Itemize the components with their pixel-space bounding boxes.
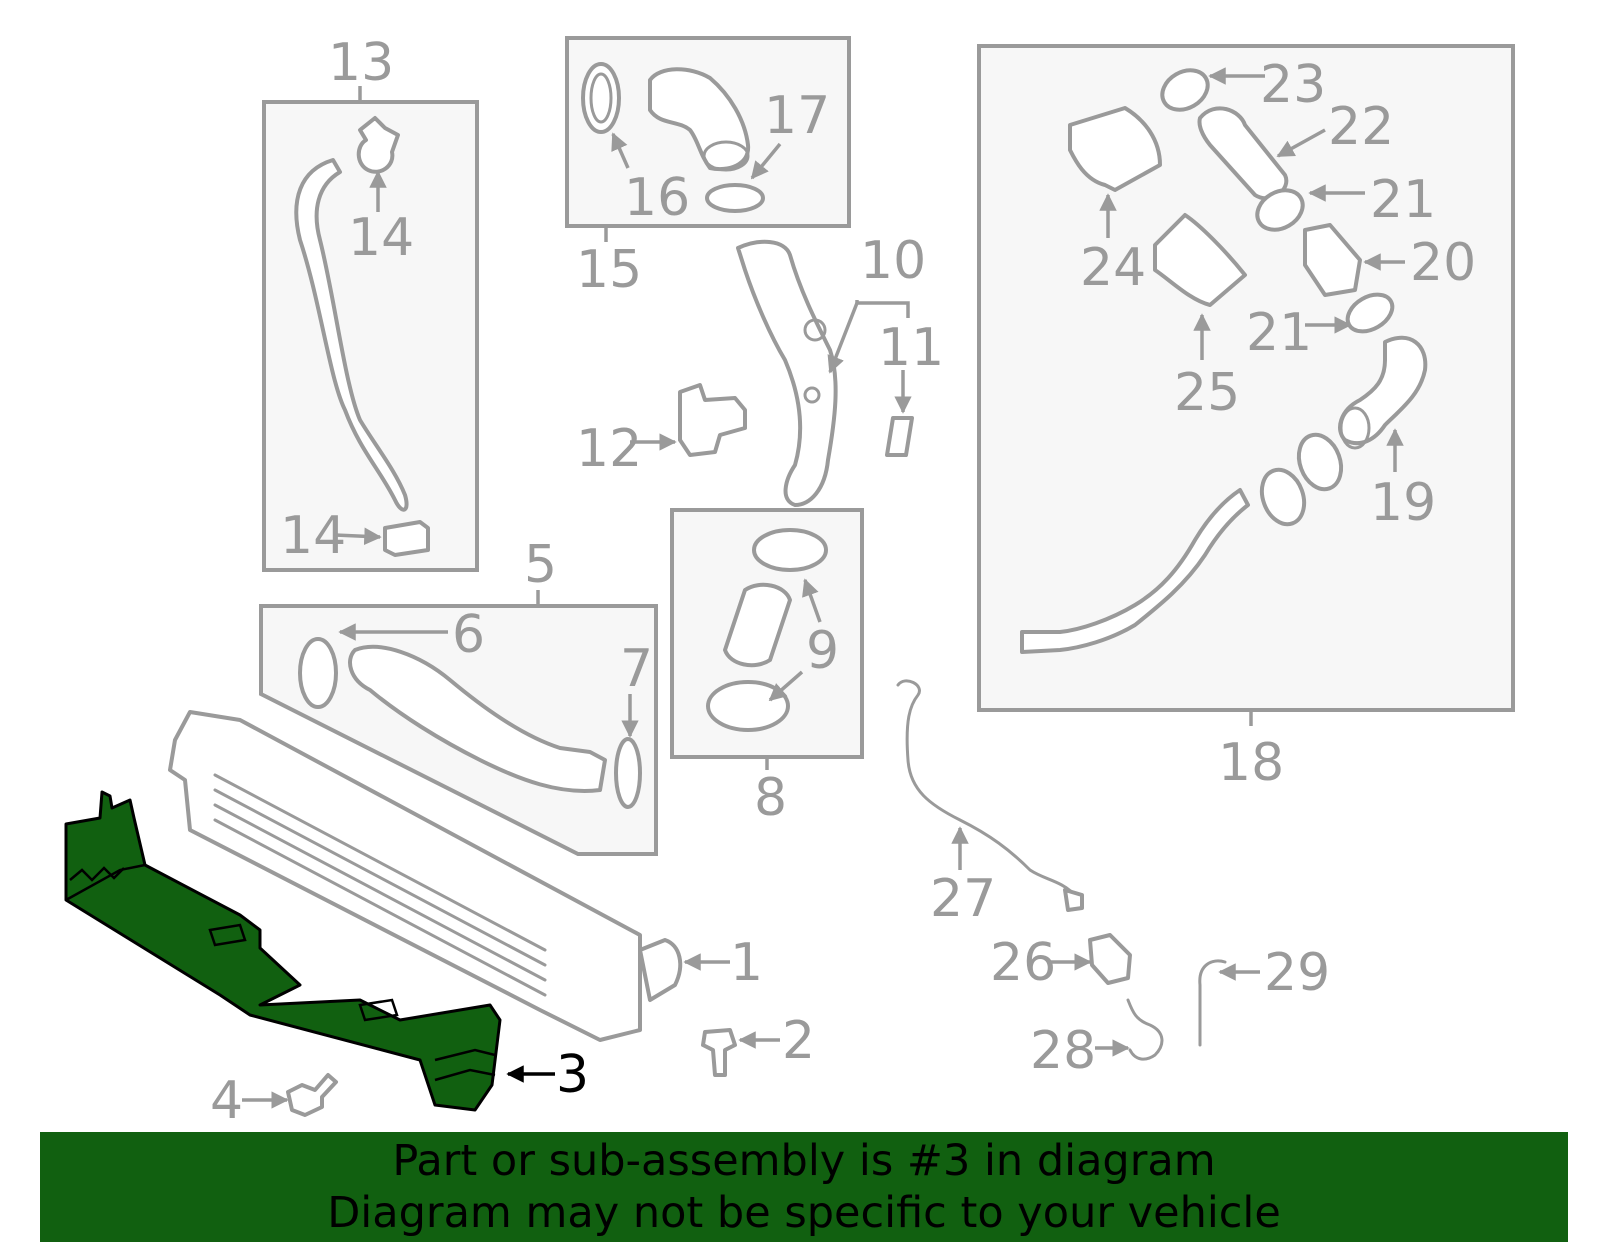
label-14b: 14: [280, 506, 346, 566]
label-25: 25: [1174, 363, 1240, 423]
sensor-12[interactable]: [678, 383, 747, 457]
label-1: 1: [730, 933, 763, 993]
bolt-4[interactable]: [286, 1073, 338, 1117]
clamp-6[interactable]: [298, 637, 338, 709]
label-29: 29: [1264, 943, 1330, 1003]
hose-28[interactable]: [1126, 998, 1164, 1061]
label-13: 13: [328, 33, 394, 93]
bolt-2[interactable]: [701, 1028, 737, 1077]
clamp-17[interactable]: [705, 183, 765, 213]
box-15-elbow-group: [565, 36, 851, 242]
hose-27-fitting[interactable]: [1063, 888, 1084, 912]
label-26: 26: [990, 933, 1056, 993]
label-2: 2: [782, 1011, 815, 1071]
box-13-hose-group: [262, 86, 479, 572]
box-8-hose-group: [670, 508, 864, 770]
label-18: 18: [1218, 733, 1284, 793]
label-19: 19: [1370, 473, 1436, 533]
callout-labels: 13 14 14 15 16 17 10 11 12 23 22 21 20 2…: [210, 33, 1476, 1131]
banner-line-1: Part or sub-assembly is #3 in diagram: [392, 1136, 1216, 1186]
hose-29[interactable]: [1198, 959, 1227, 1047]
clamp-9-upper[interactable]: [752, 528, 828, 572]
label-7: 7: [620, 639, 653, 699]
label-8: 8: [754, 768, 787, 828]
hose-24[interactable]: [1068, 106, 1162, 192]
part-3-highlight-group: [64, 790, 555, 1112]
hose-19[interactable]: [1338, 335, 1428, 446]
box-18-pipe-group: [977, 44, 1515, 726]
air-deflector-3[interactable]: [64, 790, 502, 1112]
clamp-23[interactable]: [1155, 62, 1215, 117]
label-12: 12: [576, 419, 642, 479]
label-21b: 21: [1246, 303, 1312, 363]
outlet-1[interactable]: [638, 938, 683, 1002]
label-27: 27: [930, 869, 996, 929]
label-22: 22: [1328, 97, 1394, 157]
label-10: 10: [860, 231, 926, 291]
label-16: 16: [624, 168, 690, 228]
coupler-20[interactable]: [1303, 223, 1362, 297]
clamp-7[interactable]: [614, 737, 642, 809]
label-21a: 21: [1370, 170, 1436, 230]
hose-13[interactable]: [294, 158, 409, 512]
clamp-21-upper[interactable]: [1250, 182, 1310, 237]
label-11: 11: [878, 318, 944, 378]
center-pipe-group: [630, 239, 914, 507]
hose-8[interactable]: [723, 582, 792, 668]
label-9: 9: [806, 621, 839, 681]
label-20: 20: [1410, 233, 1476, 293]
lower-right-group: [896, 679, 1260, 1061]
label-17: 17: [764, 86, 830, 146]
label-15: 15: [576, 240, 642, 300]
hose-5[interactable]: [348, 644, 607, 793]
label-3: 3: [556, 1045, 589, 1105]
clamp-16[interactable]: [581, 62, 621, 134]
pipe-10[interactable]: [736, 239, 838, 507]
fasteners-group: [242, 1028, 780, 1117]
intercooler-group: [168, 710, 730, 1042]
label-6: 6: [452, 605, 485, 665]
clamp-9-lower[interactable]: [706, 680, 790, 732]
clamp-19a[interactable]: [1292, 429, 1349, 495]
label-23: 23: [1260, 55, 1326, 115]
label-14a: 14: [348, 208, 414, 268]
banner-line-2: Diagram may not be specific to your vehi…: [327, 1188, 1281, 1238]
label-28: 28: [1030, 1021, 1096, 1081]
stud-11[interactable]: [885, 416, 914, 457]
elbow-hose-15[interactable]: [648, 67, 751, 171]
clamp-19b[interactable]: [1255, 464, 1312, 530]
label-4: 4: [210, 1071, 243, 1131]
info-banner: Part or sub-assembly is #3 in diagram Di…: [40, 1132, 1568, 1242]
label-5: 5: [524, 535, 557, 595]
box-5-hose-group: [259, 590, 658, 856]
label-24: 24: [1080, 238, 1146, 298]
sensor-26[interactable]: [1088, 933, 1132, 985]
clip-14-bottom[interactable]: [383, 520, 430, 557]
pipe-18[interactable]: [1020, 488, 1250, 654]
duct-25[interactable]: [1153, 213, 1247, 307]
hose-27[interactable]: [896, 679, 1077, 897]
